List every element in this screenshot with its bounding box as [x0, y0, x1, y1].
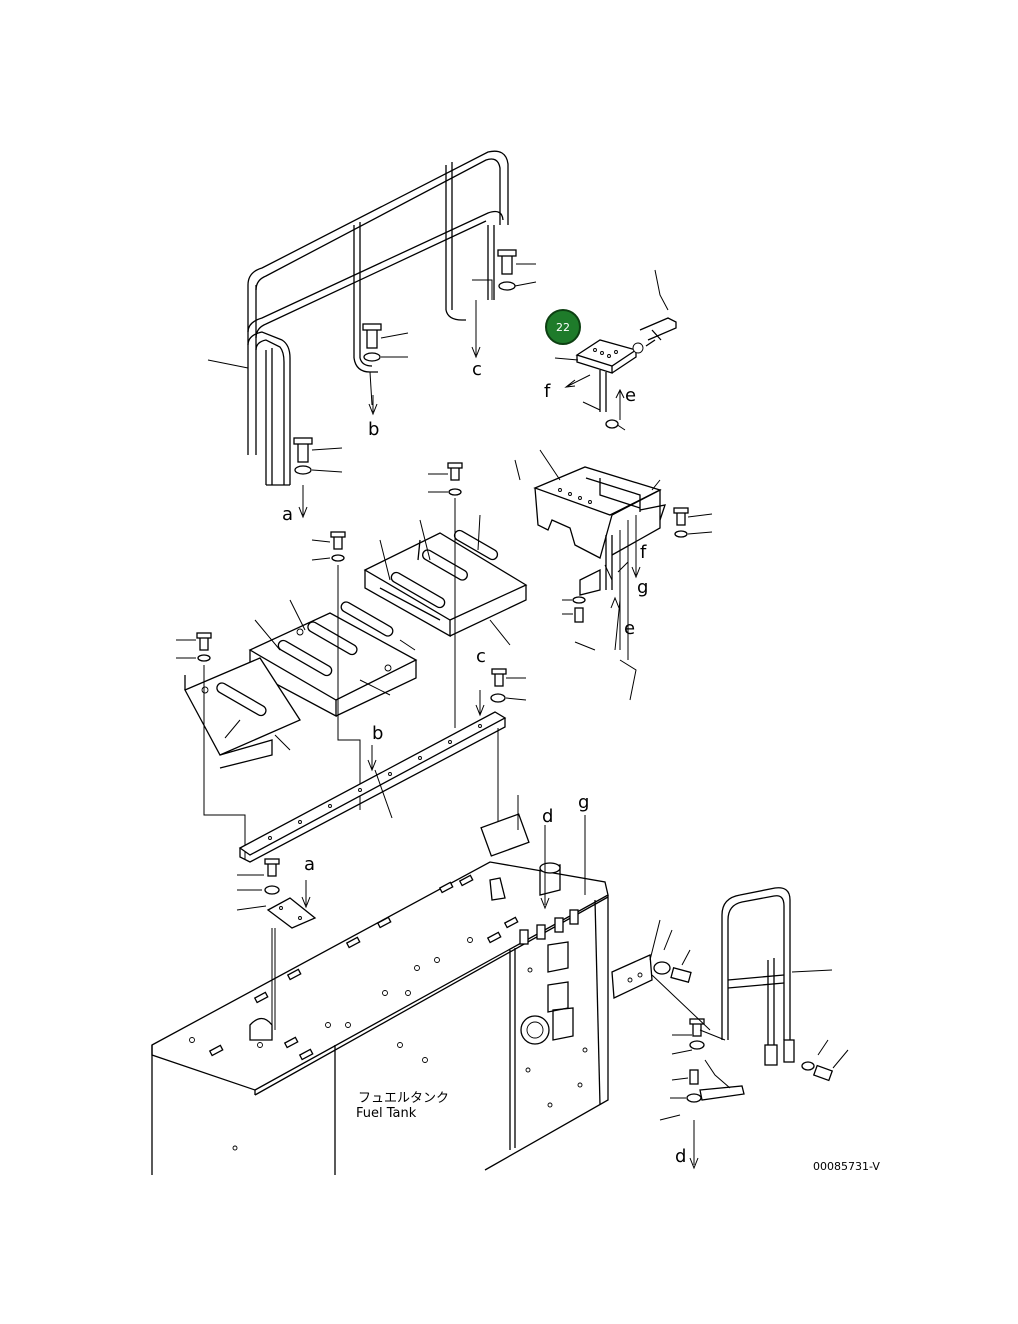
drawing-number: 00085731-V [813, 1160, 880, 1173]
ref-letter-f-top: f [544, 381, 551, 402]
ref-letter-a-top: a [282, 504, 293, 525]
side-handrail [611, 887, 849, 1170]
ref-letter-b-mid: b [372, 723, 383, 744]
handrail-bolts [293, 249, 537, 510]
tank-mount-plate [236, 858, 317, 1030]
top-arrows [298, 340, 481, 519]
step-plates [176, 462, 528, 860]
ref-letter-g-low: g [578, 792, 589, 813]
ref-letter-c-top: c [472, 359, 482, 380]
fuel-tank [151, 795, 609, 1175]
ref-letter-b-top: b [368, 419, 379, 440]
ref-letter-g-mid: g [637, 577, 648, 598]
ref-letter-f-mid: f [640, 542, 647, 563]
top-handrail [207, 150, 509, 486]
fuel-tank-label-en: Fuel Tank [356, 1106, 417, 1121]
ref-letter-d-mid: d [542, 806, 553, 827]
ref-letter-e-mid: e [624, 618, 635, 639]
fuel-tank-label-jp: フュエルタンク [358, 1091, 449, 1106]
callout-badge-number: 22 [556, 321, 570, 334]
ref-letter-e-top: e [625, 385, 636, 406]
ref-letter-a-low: a [304, 854, 315, 875]
callout-badge[interactable]: 22 [545, 309, 581, 345]
ref-letter-d-bottom: d [675, 1146, 686, 1167]
step-box [514, 449, 713, 701]
long-beam [238, 668, 527, 863]
ref-letter-c-mid: c [476, 646, 486, 667]
step-bracket-upper [554, 269, 677, 431]
callout-badge-circle [545, 309, 581, 345]
